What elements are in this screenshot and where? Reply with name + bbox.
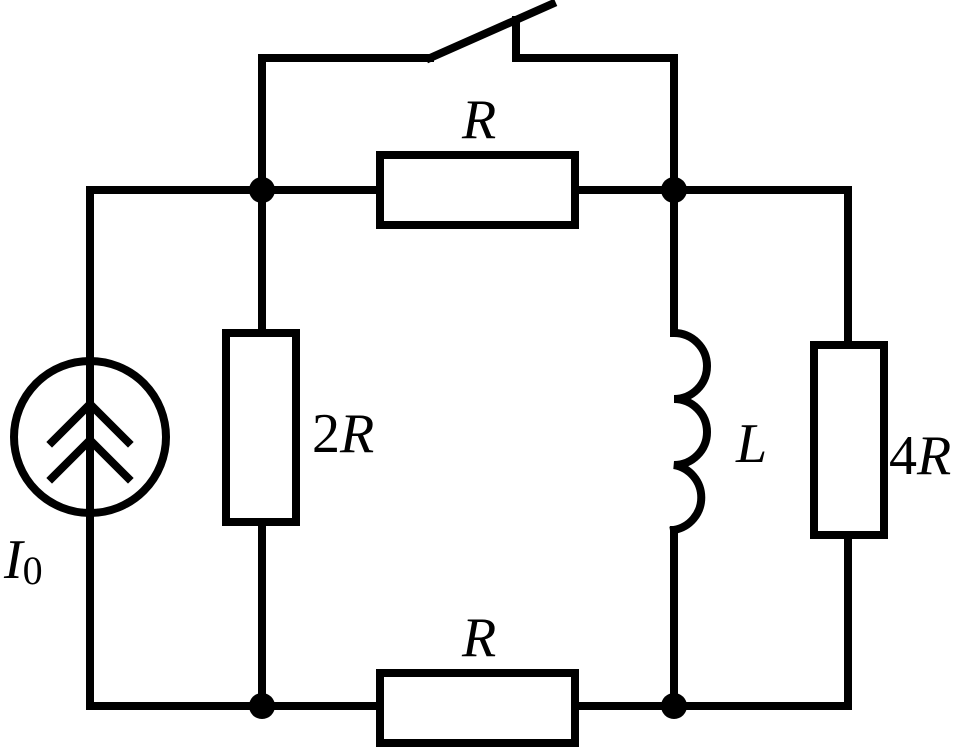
junction-top-left [249, 177, 275, 203]
current-source [10, 357, 170, 534]
wire-bottom-left [86, 526, 384, 710]
label-inductor: L [735, 413, 767, 475]
label-2r-symbol: R [339, 403, 374, 465]
label-4r-coefficient: 4 [889, 425, 917, 487]
junction-bottom-left [249, 693, 275, 719]
wire-bottom-right [571, 531, 852, 710]
wire-top-right [571, 186, 852, 349]
resistor-bottom [376, 669, 579, 747]
wire-top-left [86, 186, 384, 384]
label-current-source: I0 [3, 529, 43, 593]
label-resistor-top: R [461, 89, 496, 151]
wire-switch-right [512, 16, 678, 194]
current-source-chevron-lower [46, 434, 134, 484]
switch-blade [424, 0, 558, 64]
label-source-main: I [3, 529, 25, 591]
inductor [669, 328, 711, 535]
label-source-subscript: 0 [23, 548, 43, 593]
junction-top-right [661, 177, 687, 203]
wire-switch-left [258, 54, 434, 194]
current-source-chevron-upper [46, 398, 134, 448]
junction-bottom-right [661, 693, 687, 719]
resistor-top [376, 151, 579, 229]
label-resistor-bottom: R [461, 607, 496, 669]
label-2r-coefficient: 2 [312, 403, 340, 465]
resistor-4r [810, 341, 888, 539]
label-4r-symbol: R [916, 425, 951, 487]
label-resistor-2r: 2R [312, 403, 374, 465]
resistor-2r [222, 329, 300, 526]
label-resistor-4r: 4R [889, 425, 951, 487]
junctions [249, 177, 687, 719]
